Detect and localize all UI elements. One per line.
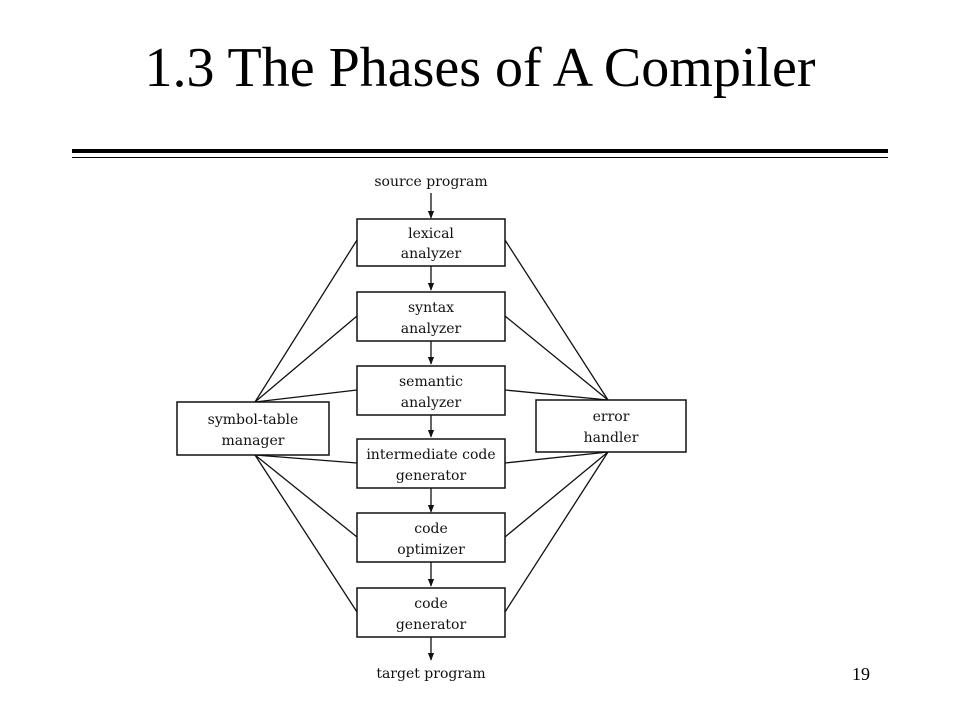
phase-label-line1: semantic: [399, 374, 463, 390]
phase-code-optimizer: code optimizer: [356, 512, 506, 563]
phase-label-line2: analyzer: [401, 321, 462, 337]
connector-line: [254, 454, 358, 538]
phase-label-line1: intermediate code: [366, 447, 495, 463]
connector-line: [504, 389, 609, 401]
phase-code-generator: code generator: [356, 587, 506, 638]
page-number: 19: [852, 664, 870, 684]
symbol-table-manager-box: symbol-table manager: [176, 401, 330, 456]
target-program-label: target program: [376, 666, 485, 682]
phase-label-line1: code: [414, 596, 448, 612]
phase-label-line1: lexical: [408, 226, 454, 242]
title-divider-thin: [72, 157, 888, 158]
slide-title: 1.3 The Phases of A Compiler: [144, 37, 816, 99]
source-program-label: source program: [374, 174, 487, 190]
phase-label-line2: generator: [396, 468, 467, 484]
phase-label-line2: generator: [396, 617, 467, 633]
connector-line: [504, 451, 609, 464]
phase-label-line1: code: [414, 521, 448, 537]
connector-lines: [254, 239, 609, 613]
connector-line: [504, 451, 609, 613]
error-handler-box: error handler: [535, 399, 687, 453]
phase-label-line2: analyzer: [401, 395, 462, 411]
connector-line: [504, 451, 609, 538]
phase-label-line2: analyzer: [401, 246, 462, 262]
connector-line: [254, 389, 358, 403]
connector-line: [504, 315, 609, 401]
side-label-line2: handler: [584, 430, 639, 446]
phase-label-line2: optimizer: [397, 542, 465, 558]
side-label-line2: manager: [222, 433, 285, 449]
connector-line: [254, 454, 358, 613]
phase-syntax-analyzer: syntax analyzer: [356, 291, 506, 342]
connector-line: [254, 239, 358, 403]
title-divider-thick: [72, 149, 888, 153]
side-label-line1: symbol-table: [208, 412, 299, 428]
phase-lexical-analyzer: lexical analyzer: [356, 218, 506, 267]
phase-label-line1: syntax: [408, 300, 454, 316]
phase-semantic-analyzer: semantic analyzer: [356, 365, 506, 416]
connector-line: [504, 239, 609, 401]
connector-line: [254, 454, 358, 464]
phase-intermediate-code-generator: intermediate code generator: [356, 438, 506, 489]
side-label-line1: error: [593, 409, 630, 425]
connector-line: [254, 315, 358, 403]
